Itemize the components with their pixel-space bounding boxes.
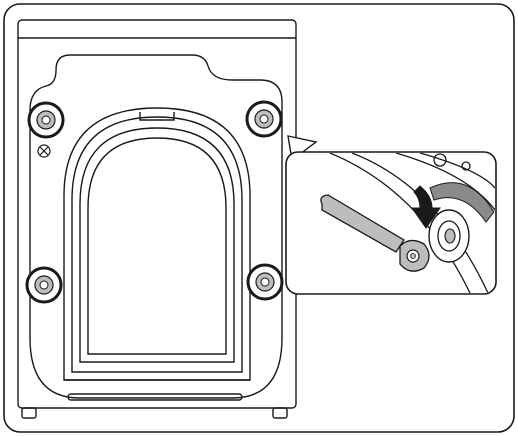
- rotation-arrow-icon: [429, 182, 495, 223]
- transit-bolt-icon: [25, 266, 63, 304]
- rear-panel-contour: [29, 54, 283, 399]
- foot-right: [272, 407, 288, 419]
- transit-bolt-icon: [27, 101, 65, 139]
- transit-bolt-icon: [246, 263, 284, 301]
- transit-bolt-closeup: [428, 209, 470, 263]
- transit-bolt-icon: [245, 100, 283, 138]
- screw-cap-icon: [37, 144, 51, 158]
- foot-left: [21, 407, 37, 419]
- transit-bolt-bottom-right: [246, 263, 284, 301]
- transit-bolt-top-right: [245, 100, 283, 138]
- transit-bolt-bottom-left: [25, 266, 63, 304]
- zoom-callout: [285, 151, 497, 295]
- outer-frame: [3, 3, 515, 433]
- drum-cover: [63, 107, 251, 401]
- wrench-icon: [320, 194, 430, 272]
- direction-arrow-icon: [411, 185, 441, 229]
- transit-bolt-top-left: [27, 101, 65, 139]
